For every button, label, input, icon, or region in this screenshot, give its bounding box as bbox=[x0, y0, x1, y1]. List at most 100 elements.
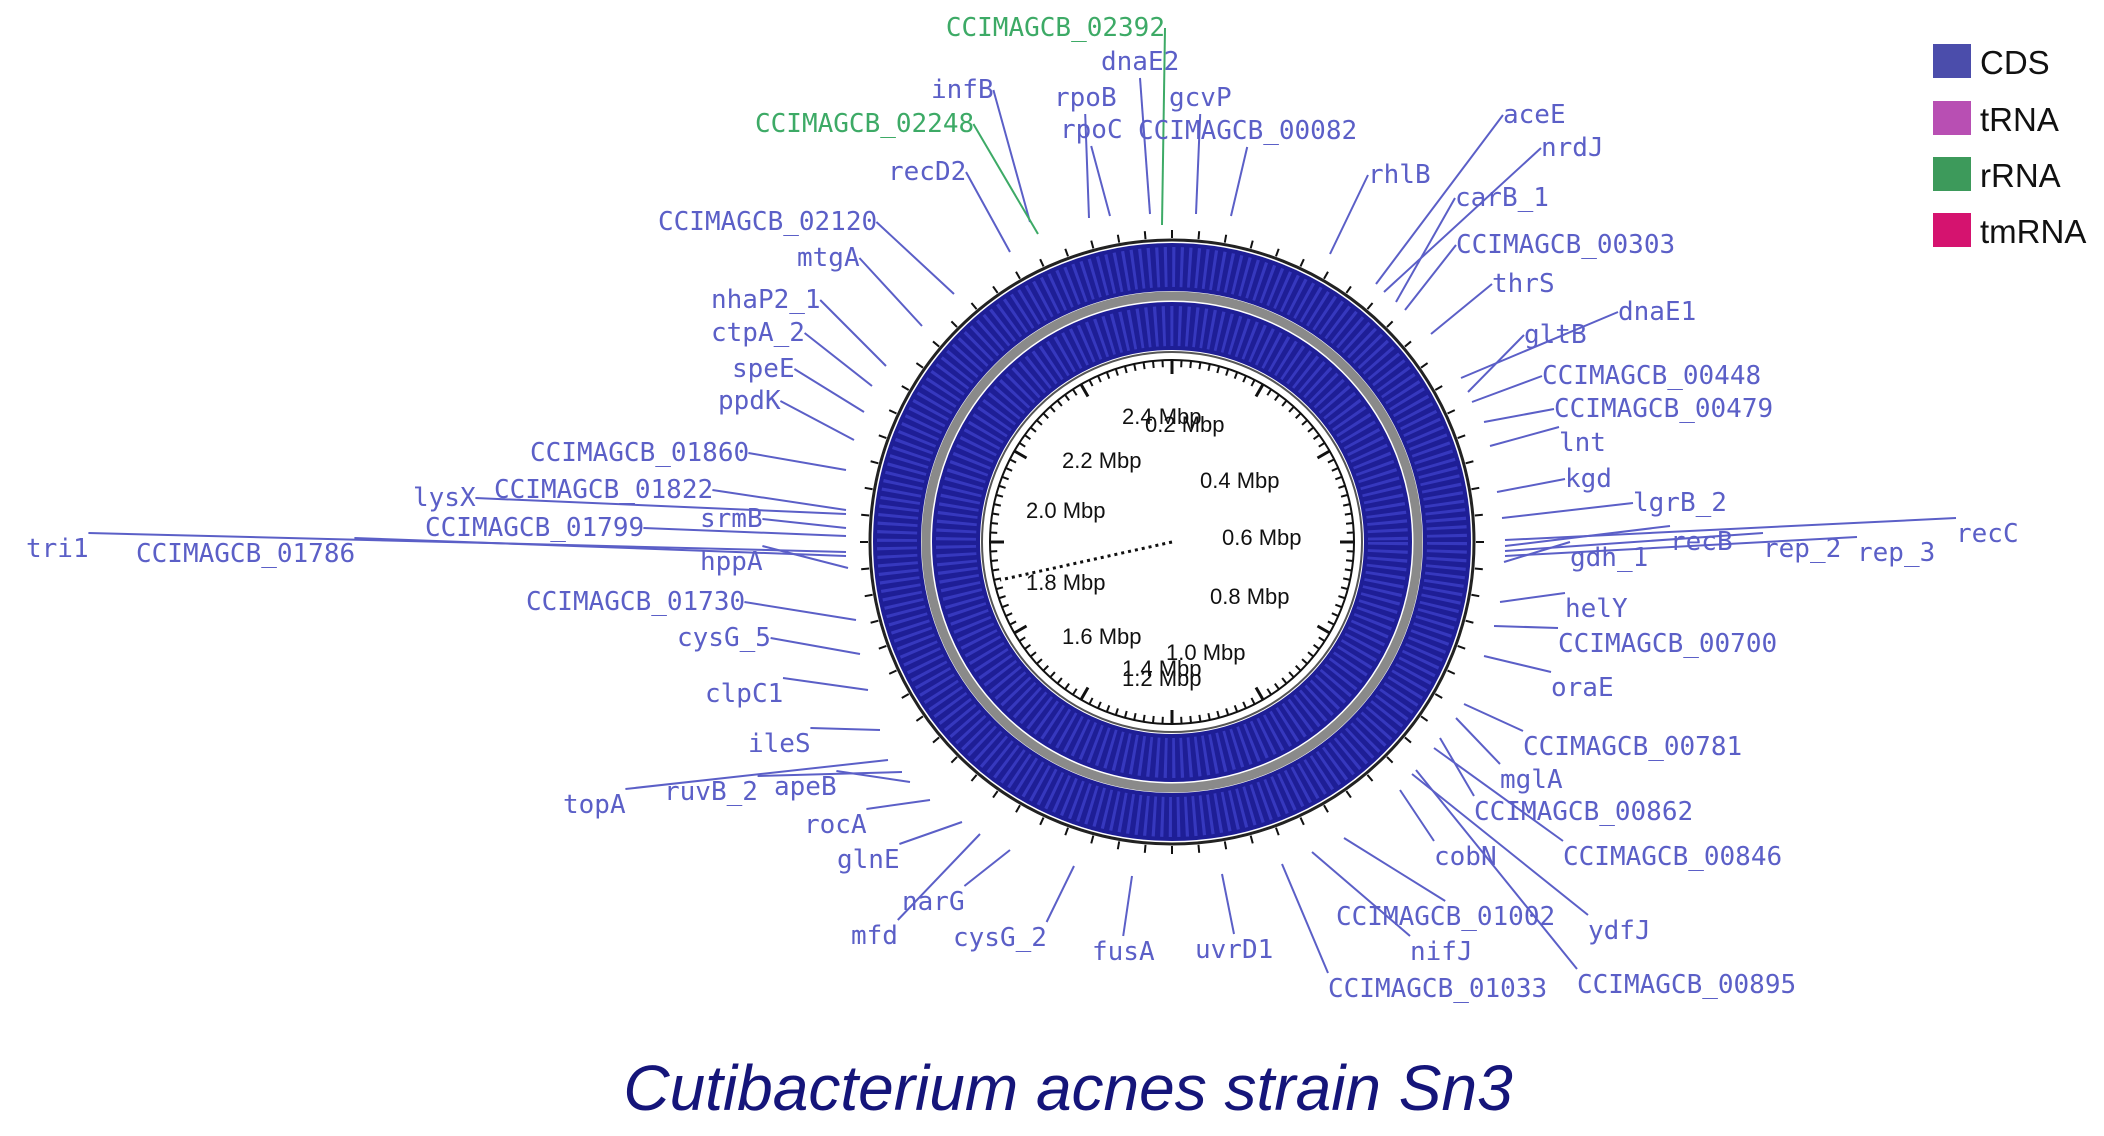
gene-leader-line bbox=[1499, 592, 1566, 603]
scale-tick bbox=[1018, 442, 1026, 448]
legend-swatch-cds bbox=[1933, 44, 1971, 78]
gene-leader-line bbox=[1467, 334, 1525, 393]
scale-tick bbox=[1198, 714, 1202, 722]
gene-label: CCIMAGCB_01799 bbox=[425, 513, 644, 543]
outer-tick bbox=[970, 774, 978, 782]
outer-tick bbox=[992, 790, 999, 799]
gene-leader-line bbox=[1122, 875, 1133, 937]
gene-label: CCIMAGCB_00082 bbox=[1138, 116, 1357, 146]
gene-label: ppdK bbox=[718, 386, 781, 416]
gene-leader-line bbox=[475, 497, 847, 515]
scale-tick bbox=[1105, 371, 1111, 379]
gene-leader-line bbox=[762, 518, 847, 529]
gene-leader-line bbox=[770, 637, 861, 655]
scale-tick bbox=[1342, 503, 1351, 507]
legend: CDS tRNA rRNA tmRNA bbox=[1933, 44, 2086, 250]
gene-leader-line bbox=[858, 257, 923, 327]
scale-tick bbox=[1013, 624, 1028, 635]
gene-leader-line bbox=[712, 489, 847, 511]
scale-tick bbox=[1340, 493, 1349, 498]
scale-tick bbox=[1088, 379, 1094, 387]
gene-leader-line bbox=[793, 368, 865, 413]
scale-tick bbox=[1345, 521, 1354, 525]
outer-tick bbox=[1434, 693, 1443, 699]
scale-tick bbox=[1281, 399, 1288, 407]
gene-label: nhaP2_1 bbox=[711, 285, 821, 315]
scale-tick bbox=[1024, 644, 1032, 650]
scale-tick bbox=[1344, 512, 1352, 516]
scale-label: 0.4 Mbp bbox=[1200, 468, 1280, 493]
gene-leader-line bbox=[1399, 789, 1435, 842]
outer-tick bbox=[864, 486, 873, 491]
scale-tick bbox=[1042, 665, 1049, 672]
outer-tick bbox=[1447, 409, 1456, 415]
scale-tick bbox=[1281, 677, 1288, 685]
gene-leader-line bbox=[1090, 145, 1111, 217]
gene-label: thrS bbox=[1492, 269, 1555, 299]
scale-tick bbox=[990, 559, 999, 563]
scale-tick bbox=[993, 503, 1002, 507]
scale-tick bbox=[1142, 714, 1146, 722]
gene-leader-line bbox=[643, 527, 847, 537]
gene-leader-line bbox=[782, 677, 869, 691]
scale-tick bbox=[1345, 559, 1354, 563]
origin-pointer bbox=[999, 540, 1173, 582]
gene-label: CCIMAGCB_02392 bbox=[946, 13, 1165, 43]
outer-tick bbox=[1345, 790, 1352, 799]
gene-leader-line bbox=[803, 332, 873, 387]
outer-tick bbox=[870, 619, 879, 624]
outer-tick bbox=[1275, 248, 1280, 257]
gene-leader-line bbox=[757, 771, 903, 777]
gene-label: recC bbox=[1956, 519, 2019, 549]
scale-tick bbox=[1340, 586, 1349, 591]
scale-tick bbox=[1288, 406, 1295, 413]
gene-label: CCIMAGCB_01033 bbox=[1328, 974, 1547, 1004]
scale-tick bbox=[1029, 426, 1037, 433]
gene-leader-line bbox=[1139, 77, 1151, 215]
scale-tick bbox=[1225, 708, 1230, 716]
scale-tick bbox=[1079, 686, 1090, 701]
scale-tick bbox=[1097, 701, 1102, 709]
scale-label: 1.2 Mbp bbox=[1122, 666, 1202, 691]
scale-tick bbox=[1198, 362, 1202, 370]
gene-leader-line bbox=[1395, 197, 1456, 303]
scale-tick bbox=[1312, 434, 1320, 440]
gene-label: CCIMAGCB_00846 bbox=[1563, 842, 1782, 872]
scale-tick bbox=[1312, 644, 1320, 650]
outer-tick bbox=[915, 715, 924, 722]
scale-tick bbox=[992, 512, 1000, 516]
scale-tick bbox=[1133, 363, 1137, 372]
scale-tick bbox=[1254, 383, 1265, 398]
scale-tick bbox=[1335, 603, 1343, 609]
outer-tick bbox=[864, 593, 873, 598]
outer-tick bbox=[1090, 835, 1095, 844]
outer-tick bbox=[1386, 756, 1394, 764]
scale-label: 1.0 Mbp bbox=[1166, 640, 1246, 665]
scale-tick bbox=[1342, 577, 1351, 581]
gene-label: rpoB bbox=[1054, 83, 1117, 113]
scale-tick bbox=[1151, 715, 1155, 724]
scale-tick bbox=[1327, 620, 1335, 626]
gene-leader-line bbox=[972, 123, 1039, 235]
outer-tick bbox=[1457, 434, 1466, 439]
gene-label: lgrB_2 bbox=[1633, 488, 1727, 518]
gene-leader-line bbox=[1230, 146, 1249, 217]
outer-tick bbox=[1404, 340, 1412, 348]
scale-tick bbox=[1207, 712, 1211, 721]
scale-tick bbox=[1064, 394, 1070, 402]
gene-leader-line bbox=[1463, 703, 1524, 732]
gray-track bbox=[921, 291, 1423, 793]
outer-tick bbox=[1420, 362, 1429, 369]
gene-label: cysG_5 bbox=[677, 623, 771, 653]
scale-tick bbox=[1338, 595, 1346, 600]
scale-tick bbox=[1001, 475, 1009, 481]
scale-tick bbox=[1009, 458, 1017, 464]
gene-leader-line bbox=[1503, 541, 1571, 563]
gene-leader-line bbox=[1504, 525, 1671, 547]
gene-label: dnaE1 bbox=[1618, 297, 1696, 327]
gene-label: rocA bbox=[804, 810, 867, 840]
gene-leader-line bbox=[1415, 769, 1578, 970]
gene-leader-line bbox=[1329, 174, 1369, 255]
outer-tick bbox=[950, 320, 958, 328]
scale-tick bbox=[1056, 677, 1063, 685]
